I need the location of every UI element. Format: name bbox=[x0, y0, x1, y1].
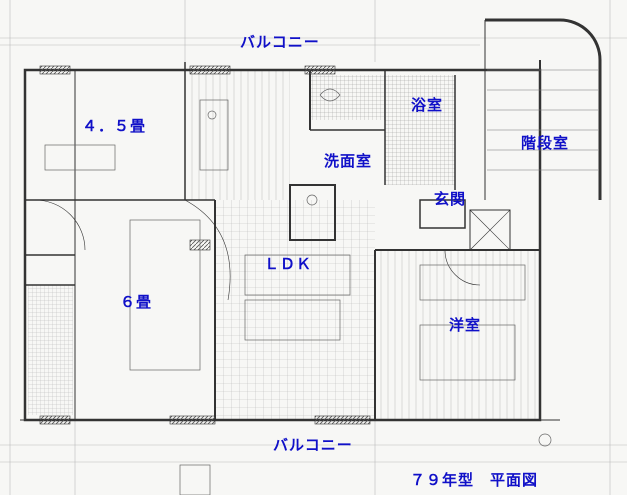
room-label-balcony-bottom: バルコニー bbox=[273, 436, 353, 454]
room-label-entrance: 玄関 bbox=[434, 190, 467, 208]
room-label-tatami-6: ６畳 bbox=[120, 293, 153, 311]
fixtures bbox=[44, 88, 552, 495]
room-label-western-room: 洋室 bbox=[449, 316, 482, 334]
walls bbox=[20, 18, 602, 422]
room-label-washroom: 洗面室 bbox=[324, 152, 373, 170]
plan-title: ７９年型 平面図 bbox=[410, 471, 539, 489]
room-label-ldk: ＬＤＫ bbox=[264, 255, 313, 273]
room-label-tatami-4-5: ４．５畳 bbox=[82, 117, 147, 135]
ldk-floor bbox=[215, 200, 375, 420]
room-label-balcony-top: バルコニー bbox=[240, 33, 320, 51]
room-label-bath: 浴室 bbox=[411, 96, 444, 114]
room-label-stairwell: 階段室 bbox=[521, 134, 570, 152]
stair-treads bbox=[487, 69, 598, 171]
bath-floor bbox=[385, 75, 455, 185]
